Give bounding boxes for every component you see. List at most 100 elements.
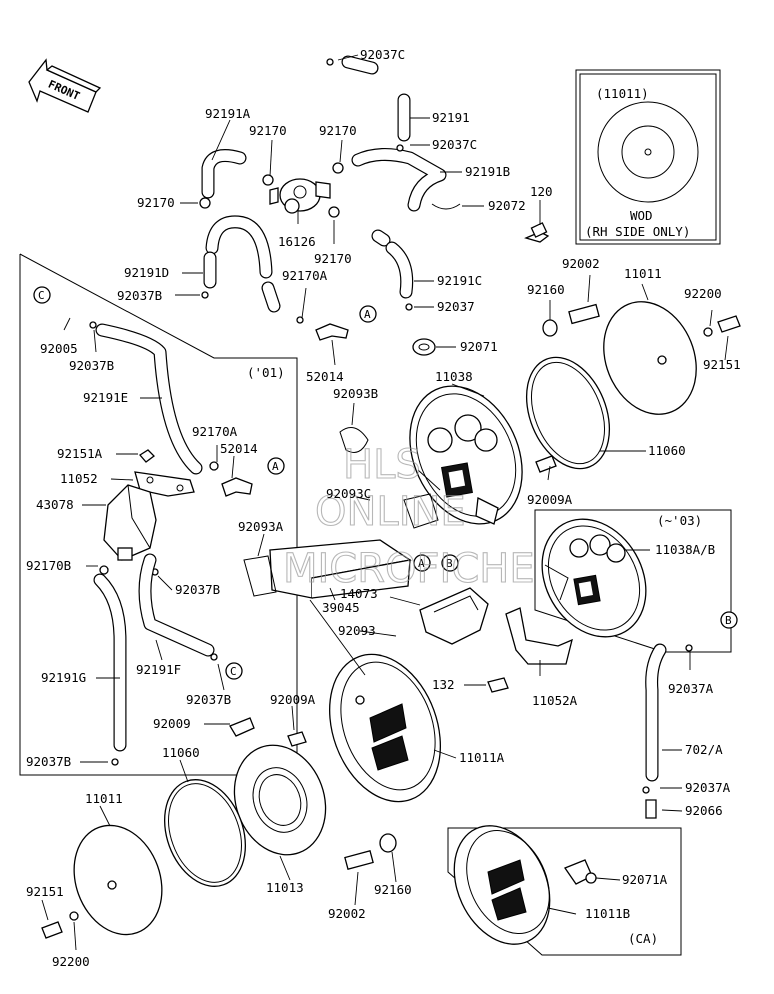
label-92037B-2: 92037B	[69, 358, 114, 373]
label-92170-1: 92170	[249, 123, 287, 138]
callout-c-1-text: C	[38, 289, 45, 302]
label-92005: 92005	[40, 341, 78, 356]
holder-11011A	[329, 653, 441, 803]
cover-11011-upper	[603, 301, 697, 415]
label-39045: 39045	[322, 600, 360, 615]
bolt-132	[487, 677, 509, 693]
wod-caption-note: (RH SIDE ONLY)	[585, 224, 690, 239]
label-92170-3: 92170	[137, 195, 175, 210]
bolt-92009A-upper	[535, 455, 557, 473]
part-labels: 92037C 92191 92037C 92191A 92170 92170 9…	[26, 47, 741, 969]
clamps	[89, 58, 693, 794]
inset-01-label: ('01)	[247, 365, 285, 380]
label-92071: 92071	[460, 339, 498, 354]
watermark-line-3: MICROFICHE	[283, 546, 535, 592]
washer-92200-upper	[703, 327, 713, 337]
washer-92200-lower	[69, 911, 79, 921]
backing-plate-11038	[409, 385, 523, 525]
label-702A: 702/A	[685, 742, 723, 757]
label-92160-2: 92160	[374, 882, 412, 897]
label-11060-2: 11060	[162, 745, 200, 760]
label-92072: 92072	[488, 198, 526, 213]
label-92037B-5: 92037B	[26, 754, 71, 769]
label-11011B: 11011B	[585, 906, 630, 921]
inset-03-label: (~'03)	[657, 513, 702, 528]
label-11011-1: 11011	[624, 266, 662, 281]
label-43078: 43078	[36, 497, 74, 512]
label-92191A: 92191A	[205, 106, 251, 121]
label-92191B: 92191B	[465, 164, 510, 179]
label-92191F: 92191F	[136, 662, 181, 677]
fitting-52014-lower	[221, 477, 253, 497]
label-92093B: 92093B	[333, 386, 378, 401]
hose-group-top	[201, 55, 447, 313]
bolt-92009A-lower	[287, 731, 307, 747]
ring-11060-upper	[525, 356, 611, 470]
callout-b-1	[441, 554, 459, 572]
label-92002-2: 92002	[328, 906, 366, 921]
collar-92160-lower	[379, 833, 397, 853]
label-11060-1: 11060	[648, 443, 686, 458]
label-92200-1: 92200	[684, 286, 722, 301]
label-92093: 92093	[338, 623, 376, 638]
label-92037C-top: 92037C	[360, 47, 405, 62]
callout-b-2-text: B	[725, 614, 732, 627]
label-92066: 92066	[685, 803, 723, 818]
callout-a-2-text: A	[272, 460, 279, 473]
callout-b-1-text: B	[446, 557, 453, 570]
bracket-11052A	[505, 607, 573, 665]
inset-ca-label: (CA)	[628, 931, 658, 946]
callout-a-3-text: A	[418, 557, 425, 570]
leader-lines	[41, 54, 729, 951]
bolt-92151-lower	[41, 921, 63, 939]
label-92093C: 92093C	[326, 486, 371, 501]
label-92151A: 92151A	[57, 446, 103, 461]
cover-11011-lower	[73, 824, 163, 936]
breather-39045	[243, 539, 412, 599]
box-43078	[103, 484, 157, 561]
label-92191E: 92191E	[83, 390, 128, 405]
label-52014-2: 52014	[220, 441, 258, 456]
label-92170A-1: 92170A	[282, 268, 328, 283]
label-11038AB: 11038A/B	[655, 542, 715, 557]
label-92071A: 92071A	[622, 872, 668, 887]
bracket-11052	[134, 449, 195, 497]
label-92037: 92037	[437, 299, 475, 314]
duct-14073	[419, 587, 489, 645]
wod-inset: (11011) WOD (RH SIDE ONLY)	[575, 69, 721, 245]
gasket-92093C	[403, 493, 439, 529]
label-11011-2: 11011	[85, 791, 123, 806]
gasket-92093B	[339, 427, 369, 453]
label-92191D: 92191D	[124, 265, 169, 280]
label-11038: 11038	[435, 369, 473, 384]
label-16126: 16126	[278, 234, 316, 249]
frame-01: ('01)	[19, 253, 298, 776]
watermark-line-2: ONLINE	[315, 489, 466, 535]
watermark-line-1: HLS	[343, 442, 421, 488]
bolt-92009	[229, 717, 255, 737]
valve-16126	[269, 178, 331, 214]
grommet-92071	[412, 338, 436, 356]
callout-a-1	[359, 305, 377, 323]
ring-11060-lower	[163, 779, 247, 887]
label-92200-2: 92200	[52, 954, 90, 969]
bolt-92151-upper	[717, 315, 741, 333]
bolt-92002-lower	[344, 850, 374, 870]
label-92191: 92191	[432, 110, 470, 125]
callout-a-1-text: A	[364, 308, 371, 321]
label-92170A-2: 92170A	[192, 424, 238, 439]
label-92170-2: 92170	[319, 123, 357, 138]
inset-03: (~'03)	[534, 509, 732, 653]
label-92191G: 92191G	[41, 670, 86, 685]
label-92093A: 92093A	[238, 519, 284, 534]
callout-a-2	[267, 457, 285, 475]
label-92170-4: 92170	[314, 251, 352, 266]
label-92009A-1: 92009A	[527, 492, 573, 507]
label-92191C: 92191C	[437, 273, 482, 288]
collar-92160-upper	[542, 319, 558, 337]
label-92037A-2: 92037A	[685, 780, 731, 795]
label-92151-1: 92151	[703, 357, 741, 372]
callout-c-2	[225, 662, 243, 680]
label-11052A: 11052A	[532, 693, 578, 708]
